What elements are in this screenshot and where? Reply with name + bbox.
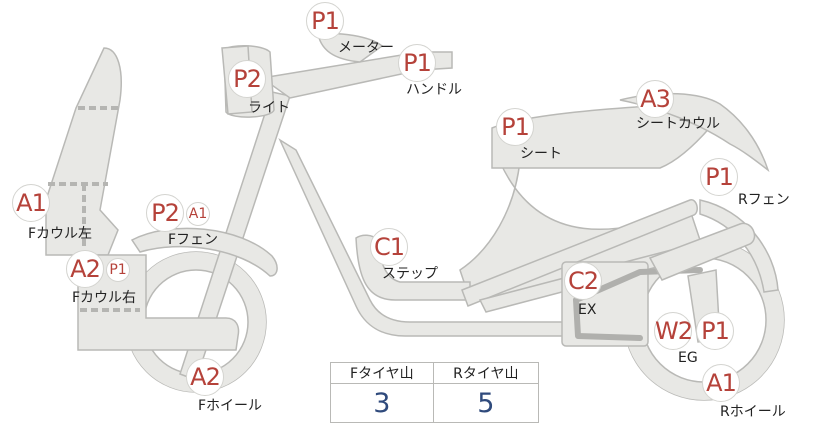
- front-cowl-left-shape: [45, 47, 122, 256]
- front-tire-header: Fタイヤ山: [330, 362, 434, 384]
- tire-tread-table: Fタイヤ山 Rタイヤ山 3 5: [330, 362, 540, 423]
- label-light: ライト: [248, 100, 290, 116]
- badge-f-cowl-r-2: P1: [106, 258, 130, 282]
- label-seat: シート: [520, 146, 562, 162]
- badge-seat: P1: [496, 108, 534, 146]
- exhaust-pipe-lower: [573, 297, 643, 341]
- badge-meter: P1: [306, 2, 344, 40]
- front-cowl-left-seam: [48, 106, 120, 250]
- badge-r-wheel: A1: [702, 364, 740, 402]
- front-tire-value: 3: [330, 383, 434, 423]
- label-seat-cowl: シートカウル: [636, 116, 720, 132]
- rear-fender-shape: [699, 199, 779, 293]
- badge-ex: C2: [564, 262, 602, 300]
- badge-light: P2: [228, 60, 266, 98]
- label-meter: メーター: [338, 40, 394, 56]
- front-fender-shape: [130, 227, 278, 277]
- badge-handle: P1: [398, 44, 436, 82]
- badge-f-fender-1: P2: [146, 194, 184, 232]
- badge-eg-1: W2: [654, 312, 693, 350]
- label-f-cowl-l: Fカウル左: [28, 226, 93, 242]
- label-f-wheel: Fホイール: [198, 398, 263, 414]
- badge-f-fender-2: A1: [186, 202, 210, 226]
- label-ex: EX: [578, 302, 597, 318]
- seat-cowl-shape: [619, 92, 770, 173]
- badge-eg-2: P1: [696, 312, 734, 350]
- badge-f-cowl-l: A1: [12, 184, 50, 222]
- label-step: ステップ: [382, 266, 438, 282]
- step-floor-shape: [355, 234, 471, 301]
- rear-tire-value: 5: [432, 383, 540, 423]
- badge-f-cowl-r-1: A2: [66, 250, 104, 288]
- badge-f-wheel: A2: [186, 358, 224, 396]
- rear-tire-header: Rタイヤ山: [432, 362, 540, 384]
- label-f-cowl-r: Fカウル右: [72, 290, 137, 306]
- badge-r-fender: P1: [700, 158, 738, 196]
- badge-step: C1: [370, 228, 408, 266]
- label-eg: EG: [678, 350, 698, 366]
- swing-arm-shape: [461, 199, 698, 307]
- label-f-fender: Fフェン: [168, 232, 219, 248]
- label-r-wheel: Rホイール: [720, 404, 786, 420]
- rear-shock-shape: [648, 222, 756, 281]
- badge-seat-cowl: A3: [636, 80, 674, 118]
- label-r-fender: Rフェン: [738, 192, 790, 208]
- label-handle: ハンドル: [406, 82, 462, 98]
